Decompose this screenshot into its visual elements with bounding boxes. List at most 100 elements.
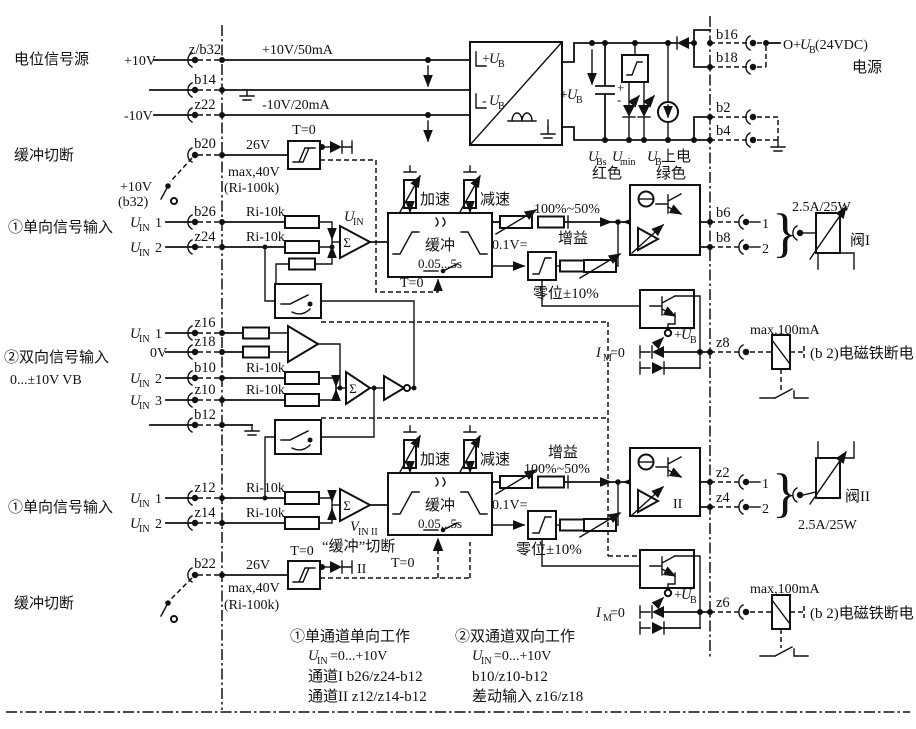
svg-text:U: U (130, 371, 142, 387)
svg-text:U: U (308, 648, 320, 664)
svg-text:2: 2 (762, 502, 769, 517)
mode-switch-2 (274, 419, 322, 455)
label-valve1: 阀I (850, 232, 870, 249)
label-power-supply: 电源 (852, 59, 882, 76)
decel-pot-2 (460, 436, 480, 472)
solenoid-relay-2 (771, 594, 791, 630)
label-m10-20ma: -10V/20mA (262, 98, 331, 113)
red-led-icon (622, 104, 636, 118)
label-ch1-input: ①单向信号输入 (8, 219, 113, 236)
label-green: 绿色 (656, 165, 686, 182)
svg-text:Σ: Σ (343, 235, 351, 250)
cap-plus: + (617, 80, 624, 95)
pin-z8: z8 (716, 335, 730, 351)
label-p10-50ma: +10V/50mA (262, 43, 334, 58)
svg-text:0.05...5s: 0.05...5s (418, 256, 462, 271)
svg-text:(Ri-100k): (Ri-100k) (224, 598, 280, 613)
sub-bs: Bs (596, 157, 607, 168)
svg-text:max,100mA: max,100mA (750, 323, 820, 338)
svg-text:0.05...5s: 0.05...5s (418, 516, 462, 531)
pin-z4: z4 (716, 490, 730, 506)
label-b32-switch-pin: (b32) (118, 195, 149, 210)
pin-b18: b18 (716, 50, 738, 66)
ch1-buffer: 缓冲 0.05...5s 加速 减速 (387, 165, 510, 278)
cap-minus: - (617, 92, 621, 107)
sub-min: min (620, 157, 636, 168)
svg-text:2.5A/25W: 2.5A/25W (792, 200, 852, 215)
svg-text:+: + (674, 588, 682, 603)
svg-text:Ri-10k: Ri-10k (246, 481, 285, 496)
svg-text:100%~50%: 100%~50% (524, 462, 590, 477)
ch2-bidir-inputs: U IN 1 z16 0V z18 U IN 2 b10 Ri-10k U IN… (130, 315, 417, 501)
pin-z22: z22 (195, 97, 216, 113)
pin-z18: z18 (195, 334, 216, 350)
supply-monitor: + U B + - U Bs U min 红色 U B 上电 绿色 (560, 36, 697, 182)
pin-b10: b10 (194, 360, 216, 376)
pin-b16: b16 (716, 27, 738, 43)
svg-text:B: B (690, 335, 697, 346)
svg-text:26V: 26V (246, 558, 270, 573)
ch1-output-stage: b6 b8 1 2 } 2.5A/25W 阀I (629, 184, 870, 270)
svg-text:100%~50%: 100%~50% (534, 202, 600, 217)
var-im1: I (595, 345, 602, 361)
svg-text:Σ: Σ (343, 498, 351, 513)
ch1-inputs: U IN 1 b26 Ri-10k U IN 2 z24 Ri-10k Σ U … (130, 204, 415, 389)
label-t0-1: T=0 (292, 123, 315, 138)
var-u2: U (489, 93, 501, 109)
label-t0-buffer1: T=0 (400, 276, 423, 291)
schmitt-block-1 (287, 140, 321, 170)
label-24vdc: (24VDC) (815, 38, 868, 53)
svg-text:Ri-10k: Ri-10k (246, 230, 285, 245)
valve2-solenoid-icon (810, 452, 846, 504)
pin-b2: b2 (716, 100, 731, 116)
brace-1: } (772, 203, 798, 263)
pin-b22: b22 (194, 556, 216, 572)
var-vin2: V (350, 519, 361, 535)
svg-text:IN: IN (139, 334, 150, 345)
svg-text:加速: 加速 (420, 191, 450, 208)
svg-text:B: B (690, 595, 697, 606)
svg-text:零位±10%: 零位±10% (533, 285, 599, 302)
note-diff-input: 差动输入 z16/z18 (472, 688, 583, 705)
svg-text:IN: IN (317, 656, 328, 667)
pin-b26: b26 (194, 204, 216, 220)
label-plus10: +10V (124, 54, 156, 69)
solenoid-relay-1 (771, 334, 791, 370)
label-buffer-cut-quote: “缓冲”切断 (322, 538, 395, 555)
var-im2: I (595, 605, 602, 621)
label-buffer-cut-bottom: 缓冲切断 (14, 595, 74, 612)
sub-b1: B (498, 59, 505, 70)
label-red: 红色 (592, 165, 622, 182)
svg-text:减速: 减速 (480, 191, 510, 208)
label-o-plus: O+ (783, 38, 801, 53)
svg-text:max,100mA: max,100mA (750, 582, 820, 597)
svg-text:=0: =0 (610, 346, 625, 361)
svg-text:U: U (130, 516, 142, 532)
label-26v-1: 26V (246, 138, 270, 153)
operation-notes: ①单通道单向工作 U IN =0...+10V 通道I b26/z24-b12 … (290, 628, 583, 705)
power-converter-block: + U B - U B (469, 41, 563, 146)
label-ch2-range: 0...±10V VB (10, 373, 82, 388)
svg-text:IN: IN (353, 217, 364, 228)
svg-text:Ri-10k: Ri-10k (246, 361, 285, 376)
ch2-gain-zero: 增益 100%~50% 0.1V= 零位±10% (491, 444, 641, 567)
pin-zb32: z/b32 (189, 42, 221, 58)
contact-icon-2 (759, 646, 809, 657)
inverter-amp (383, 374, 406, 402)
svg-text:缓冲: 缓冲 (425, 497, 455, 514)
left-captions: 电位信号源 缓冲切断 ①单向信号输入 ②双向信号输入 0...±10V VB ①… (4, 51, 113, 612)
svg-text:IN: IN (139, 499, 150, 510)
var-ub24: U (800, 37, 812, 53)
label-0v: 0V (150, 346, 167, 361)
note-channel2: 通道II z12/z14-b12 (308, 688, 427, 705)
label-t0-buffer2: T=0 (391, 556, 414, 571)
pin-z14: z14 (195, 505, 217, 521)
pin-z24: z24 (195, 229, 217, 245)
pin-b20: b20 (194, 136, 216, 152)
pin-b8: b8 (716, 230, 731, 246)
note-single-channel: ①单通道单向工作 (290, 628, 410, 645)
label-ch2-input: ②双向信号输入 (4, 349, 109, 366)
svg-text:Σ: Σ (349, 381, 357, 396)
buffer-cut-circuit-2: b22 26V max,40V (Ri-100k) T=0 II “缓冲”切断 … (160, 537, 471, 623)
var-ubs: U (588, 149, 600, 165)
